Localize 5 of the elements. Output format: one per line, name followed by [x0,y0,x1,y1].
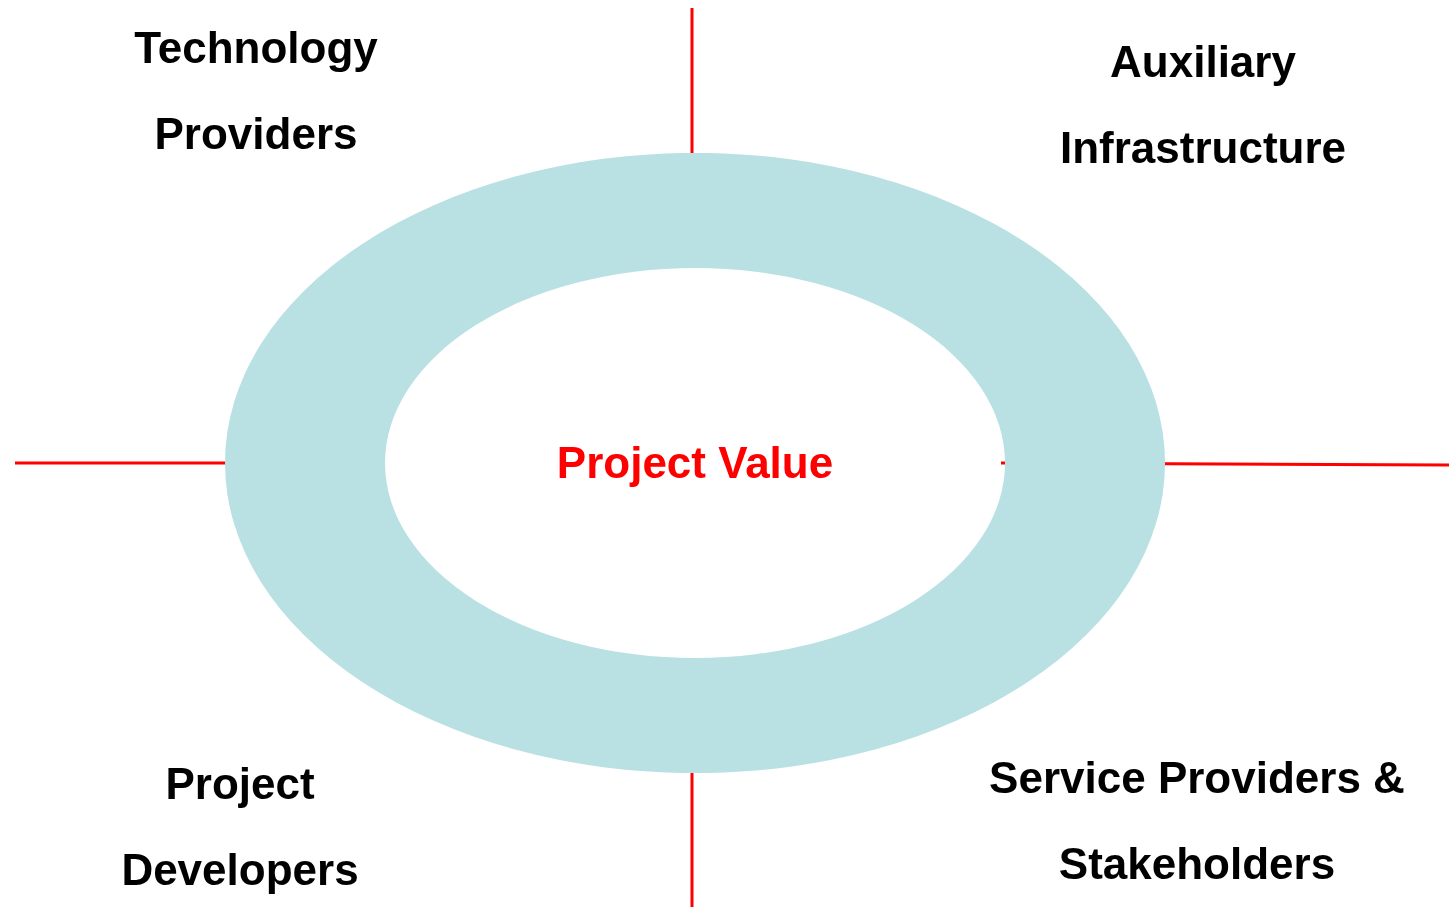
quadrant-label: Service Providers & Stakeholders [988,752,1406,890]
quadrant-label: Auxiliary Infrastructure [1058,36,1348,174]
quadrant-label: Technology Providers [133,22,379,160]
quadrant-label: Project Developers [120,758,360,896]
center-label: Project Value [556,438,834,488]
